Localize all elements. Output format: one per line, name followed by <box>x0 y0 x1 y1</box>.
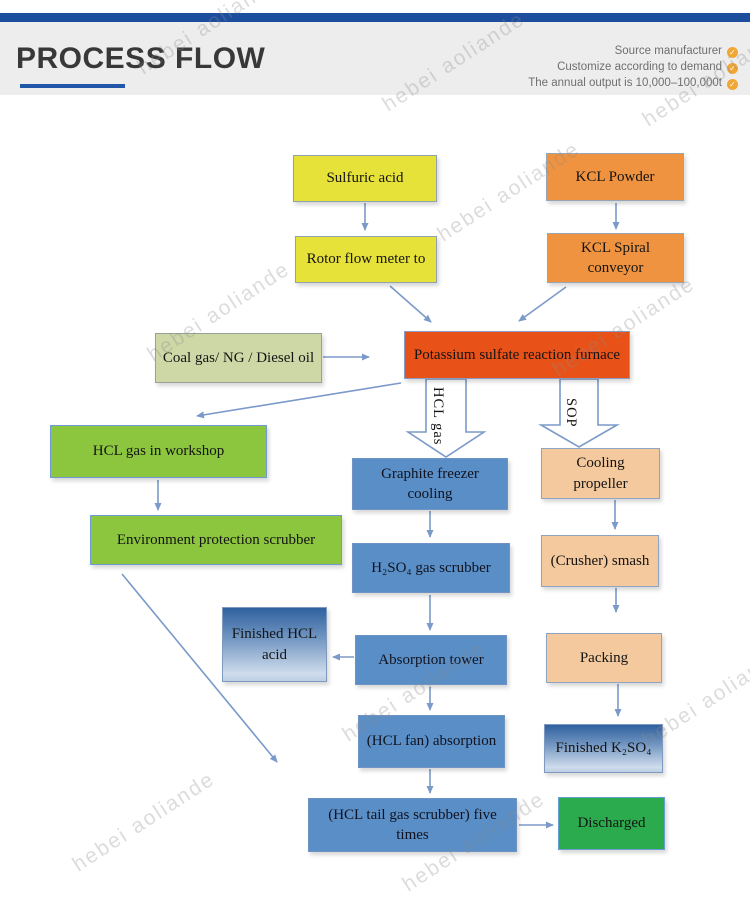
connector-arrows <box>121 203 622 829</box>
node-h2so4-gas-scrubber: H₂SO₄ gas scrubber <box>352 543 510 593</box>
check-badge-icon: ✓ <box>727 47 738 58</box>
page-title: PROCESS FLOW <box>16 42 266 75</box>
node-graphite-freezer-cooling: Graphite freezer cooling <box>352 458 508 510</box>
feature-item: Customize according to demand ✓ <box>528 59 738 75</box>
header: PROCESS FLOW Source manufacturer ✓ Custom… <box>0 22 750 95</box>
arrow-scrubber-to-tailgas <box>121 573 278 763</box>
feature-text: Customize according to demand <box>557 61 722 73</box>
arrow-rotor-to-furnace <box>389 285 432 323</box>
node-hcl-fan-absorption: (HCL fan) absorption <box>358 715 505 768</box>
flow-arrows-layer <box>121 203 622 829</box>
check-badge-icon: ✓ <box>727 63 738 74</box>
node-hcl-tail-gas-scrubber: (HCL tail gas scrubber) five times <box>308 798 517 852</box>
hcl-gas-block-arrow <box>405 378 487 458</box>
node-coal-gas: Coal gas/ NG / Diesel oil <box>155 333 322 383</box>
block-arrows <box>405 378 620 458</box>
node-discharged: Discharged <box>558 797 665 850</box>
top-white-strip <box>0 0 750 13</box>
feature-text: The annual output is 10,000–100,000t <box>528 77 722 89</box>
arrow-spiral-to-furnace <box>518 286 567 322</box>
node-reaction-furnace: Potassium sulfate reaction furnace <box>404 331 630 379</box>
sop-duct-label: SOP <box>563 398 579 428</box>
node-absorption-tower: Absorption tower <box>355 635 507 685</box>
node-packing: Packing <box>546 633 662 683</box>
feature-item: The annual output is 10,000–100,000t ✓ <box>528 75 738 91</box>
feature-list: Source manufacturer ✓ Customize according… <box>528 43 738 91</box>
node-cooling-propeller: Cooling propeller <box>541 448 660 499</box>
node-sulfuric-acid: Sulfuric acid <box>293 155 437 202</box>
node-hcl-gas-workshop: HCL gas in workshop <box>50 425 267 478</box>
node-crusher-smash: (Crusher) smash <box>541 535 659 587</box>
arrow-furnace-to-workshop <box>196 382 402 419</box>
top-accent-bar <box>0 13 750 22</box>
node-finished-hcl-acid: Finished HCL acid <box>222 607 327 682</box>
process-flow-diagram: HCL gas SOP Sulfuric acid KCL Powder Rot… <box>0 95 750 910</box>
node-kcl-spiral-conveyor: KCL Spiral conveyor <box>547 233 684 283</box>
node-kcl-powder: KCL Powder <box>546 153 684 201</box>
node-environment-scrubber: Environment protection scrubber <box>90 515 342 565</box>
title-underline <box>20 84 125 88</box>
feature-item: Source manufacturer ✓ <box>528 43 738 59</box>
feature-text: Source manufacturer <box>614 45 722 57</box>
node-rotor-flow-meter: Rotor flow meter to <box>295 236 437 283</box>
hcl-gas-duct-label: HCL gas <box>430 387 446 446</box>
check-badge-icon: ✓ <box>727 79 738 90</box>
sop-block-arrow <box>538 378 620 448</box>
node-finished-k2so4: Finished K₂SO₄ <box>544 724 663 773</box>
